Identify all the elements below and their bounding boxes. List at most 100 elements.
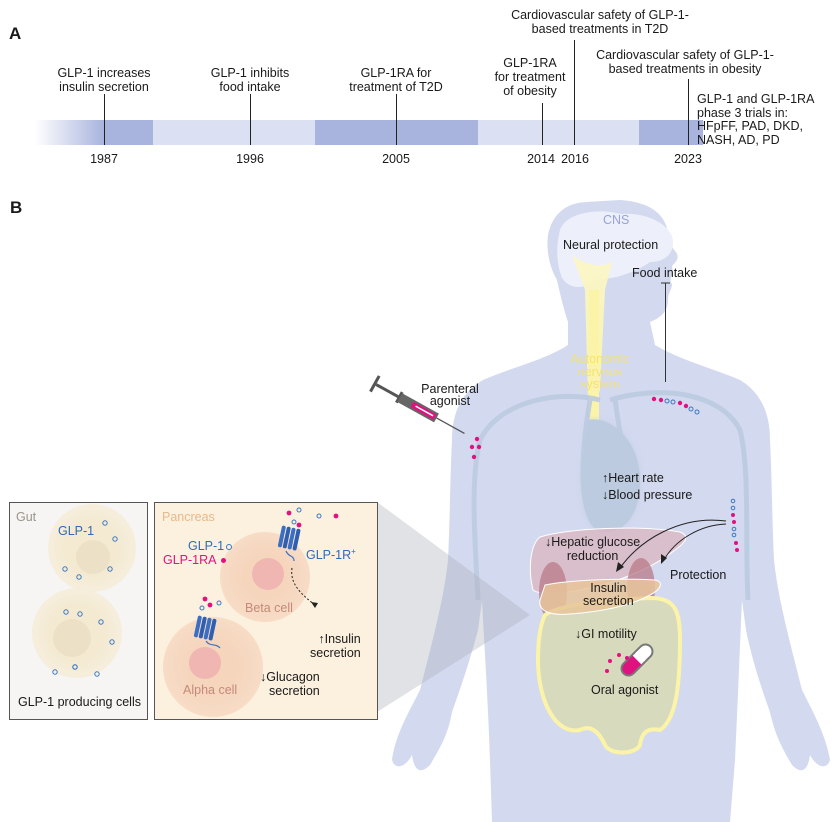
glucagon-effect: ↓Glucagon secretion <box>260 670 320 698</box>
event-text: GLP-1RA <box>503 56 557 70</box>
insulin-effect-line: ↑Insulin <box>318 632 361 646</box>
event-text: of obesity <box>503 84 557 98</box>
glucagon-effect-line: ↓Glucagon <box>260 670 320 684</box>
year-2014: 2014 <box>527 152 555 166</box>
glp1-vesicles <box>52 520 118 677</box>
event-text: food intake <box>219 80 281 94</box>
year-1996: 1996 <box>236 152 264 166</box>
cns-label: CNS <box>603 213 630 227</box>
trials-note-line: phase 3 trials in: <box>697 105 789 120</box>
timeline-segment <box>478 120 639 145</box>
legend-glp1ra-text: GLP-1RA <box>163 553 217 567</box>
event-1996: GLP-1 inhibits food intake <box>200 66 300 94</box>
syringe-icon <box>369 375 465 435</box>
oral-particles <box>605 653 629 673</box>
receptor-sup: + <box>351 547 356 556</box>
event-2016: Cardiovascular safety of GLP-1- based tr… <box>500 8 700 36</box>
protection-label: Protection <box>670 568 727 582</box>
event-text: GLP-1 increases <box>57 66 151 80</box>
hepatic-line: reduction <box>566 548 619 563</box>
zoom-wedge <box>377 502 530 712</box>
glp1-receptor-icon <box>193 615 221 649</box>
event-text: for treatment <box>494 70 566 84</box>
gut-glp1-label: GLP-1 <box>58 524 95 538</box>
timeline <box>35 40 703 145</box>
ans-label: Autonomic nervous system <box>570 353 630 391</box>
receptor-label: GLP-1R+ <box>306 545 356 562</box>
protection-arrows <box>619 519 727 569</box>
event-text: based treatments in T2D <box>531 22 669 36</box>
event-text: Cardiovascular safety of GLP-1- <box>596 48 774 62</box>
pancreas <box>539 578 661 615</box>
year-1987: 1987 <box>90 152 118 166</box>
pill-icon <box>620 643 654 677</box>
insulin-line: secretion <box>583 593 634 608</box>
trials-note: GLP-1 and GLP-1RA phase 3 trials in: HFp… <box>697 92 815 147</box>
hepatic-label: ↓Hepatic glucose reduction <box>545 535 641 563</box>
trials-note-line: NASH, AD, PD <box>697 132 780 147</box>
insulin-line: Insulin <box>590 581 627 595</box>
year-2005: 2005 <box>382 152 410 166</box>
event-text: based treatments in obesity <box>608 62 762 76</box>
glp1-open-circle-icon <box>226 544 233 550</box>
circulating-particles <box>651 396 739 552</box>
pancreas-particles <box>199 507 339 611</box>
year-2016: 2016 <box>561 152 589 166</box>
beta-cell-nucleus <box>252 558 284 590</box>
legend-glp1ra: GLP-1RA <box>163 553 226 567</box>
receptor-text: GLP-1R <box>306 548 352 563</box>
trials-note-line: GLP-1 and GLP-1RA <box>697 92 815 106</box>
event-1987: GLP-1 increases insulin secretion <box>54 66 154 94</box>
heart <box>581 419 640 533</box>
ans-line: nervous <box>577 364 623 379</box>
glp1ra-dot-icon <box>220 558 226 564</box>
ans-line: system <box>580 377 620 391</box>
event-text: treatment of T2D <box>349 80 443 94</box>
trials-note-line: HFpFF, PAD, DKD, <box>697 119 804 133</box>
timeline-segment <box>639 120 703 145</box>
parenteral-label: Parenteral agonist <box>420 382 480 408</box>
gut-title: Gut <box>16 510 37 524</box>
glp1ra-particles <box>469 436 482 460</box>
event-2005: GLP-1RA for treatment of T2D <box>346 66 446 94</box>
gut-caption: GLP-1 producing cells <box>18 695 141 709</box>
legend-glp1-text: GLP-1 <box>188 539 225 553</box>
legend-glp1: GLP-1 <box>188 539 233 553</box>
timeline-segment <box>153 120 315 145</box>
blood-pressure-label: ↓Blood pressure <box>602 488 693 502</box>
beta-cell-label: Beta cell <box>245 601 293 615</box>
parenteral-line: Parenteral <box>421 382 479 396</box>
body-illustration <box>9 200 830 822</box>
panel-b-label: B <box>10 198 23 217</box>
gi-tract <box>535 595 683 755</box>
signaling-arrow <box>291 567 316 606</box>
alpha-cell-label: Alpha cell <box>183 683 238 697</box>
panel-a-label: A <box>9 24 22 43</box>
neural-protection-label: Neural protection <box>563 238 659 252</box>
event-text: GLP-1 inhibits <box>210 66 290 80</box>
glp1-receptor-icon <box>277 525 301 562</box>
arrow-head <box>616 562 624 572</box>
heart-rate-label: ↑Heart rate <box>602 471 664 485</box>
food-intake-label: Food intake <box>632 266 698 280</box>
gi-motility-label: ↓GI motility <box>575 627 637 641</box>
timeline-segment <box>104 120 153 145</box>
arrow-head <box>661 554 667 564</box>
insulin-secretion-label: Insulin secretion <box>583 582 634 607</box>
gut-cell-nucleus <box>53 619 91 657</box>
ans-line: Autonomic <box>570 352 630 366</box>
parenteral-line: agonist <box>429 394 471 408</box>
hepatic-line: ↓Hepatic glucose <box>545 535 641 549</box>
pancreas-title: Pancreas <box>162 510 215 524</box>
event-text: Cardiovascular safety of GLP-1- <box>511 8 689 22</box>
alpha-cell-nucleus <box>189 647 221 679</box>
timeline-segment-fade <box>35 120 104 145</box>
event-text: GLP-1RA for <box>360 66 432 80</box>
oral-agonist-label: Oral agonist <box>591 683 659 697</box>
event-2014: GLP-1RA for treatment of obesity <box>485 56 575 98</box>
glucagon-effect-line: secretion <box>269 684 320 698</box>
event-text: insulin secretion <box>59 80 149 94</box>
event-2023: Cardiovascular safety of GLP-1- based tr… <box>585 48 785 76</box>
insulin-effect-line: secretion <box>310 646 361 660</box>
gut-cell-nucleus <box>76 540 110 574</box>
